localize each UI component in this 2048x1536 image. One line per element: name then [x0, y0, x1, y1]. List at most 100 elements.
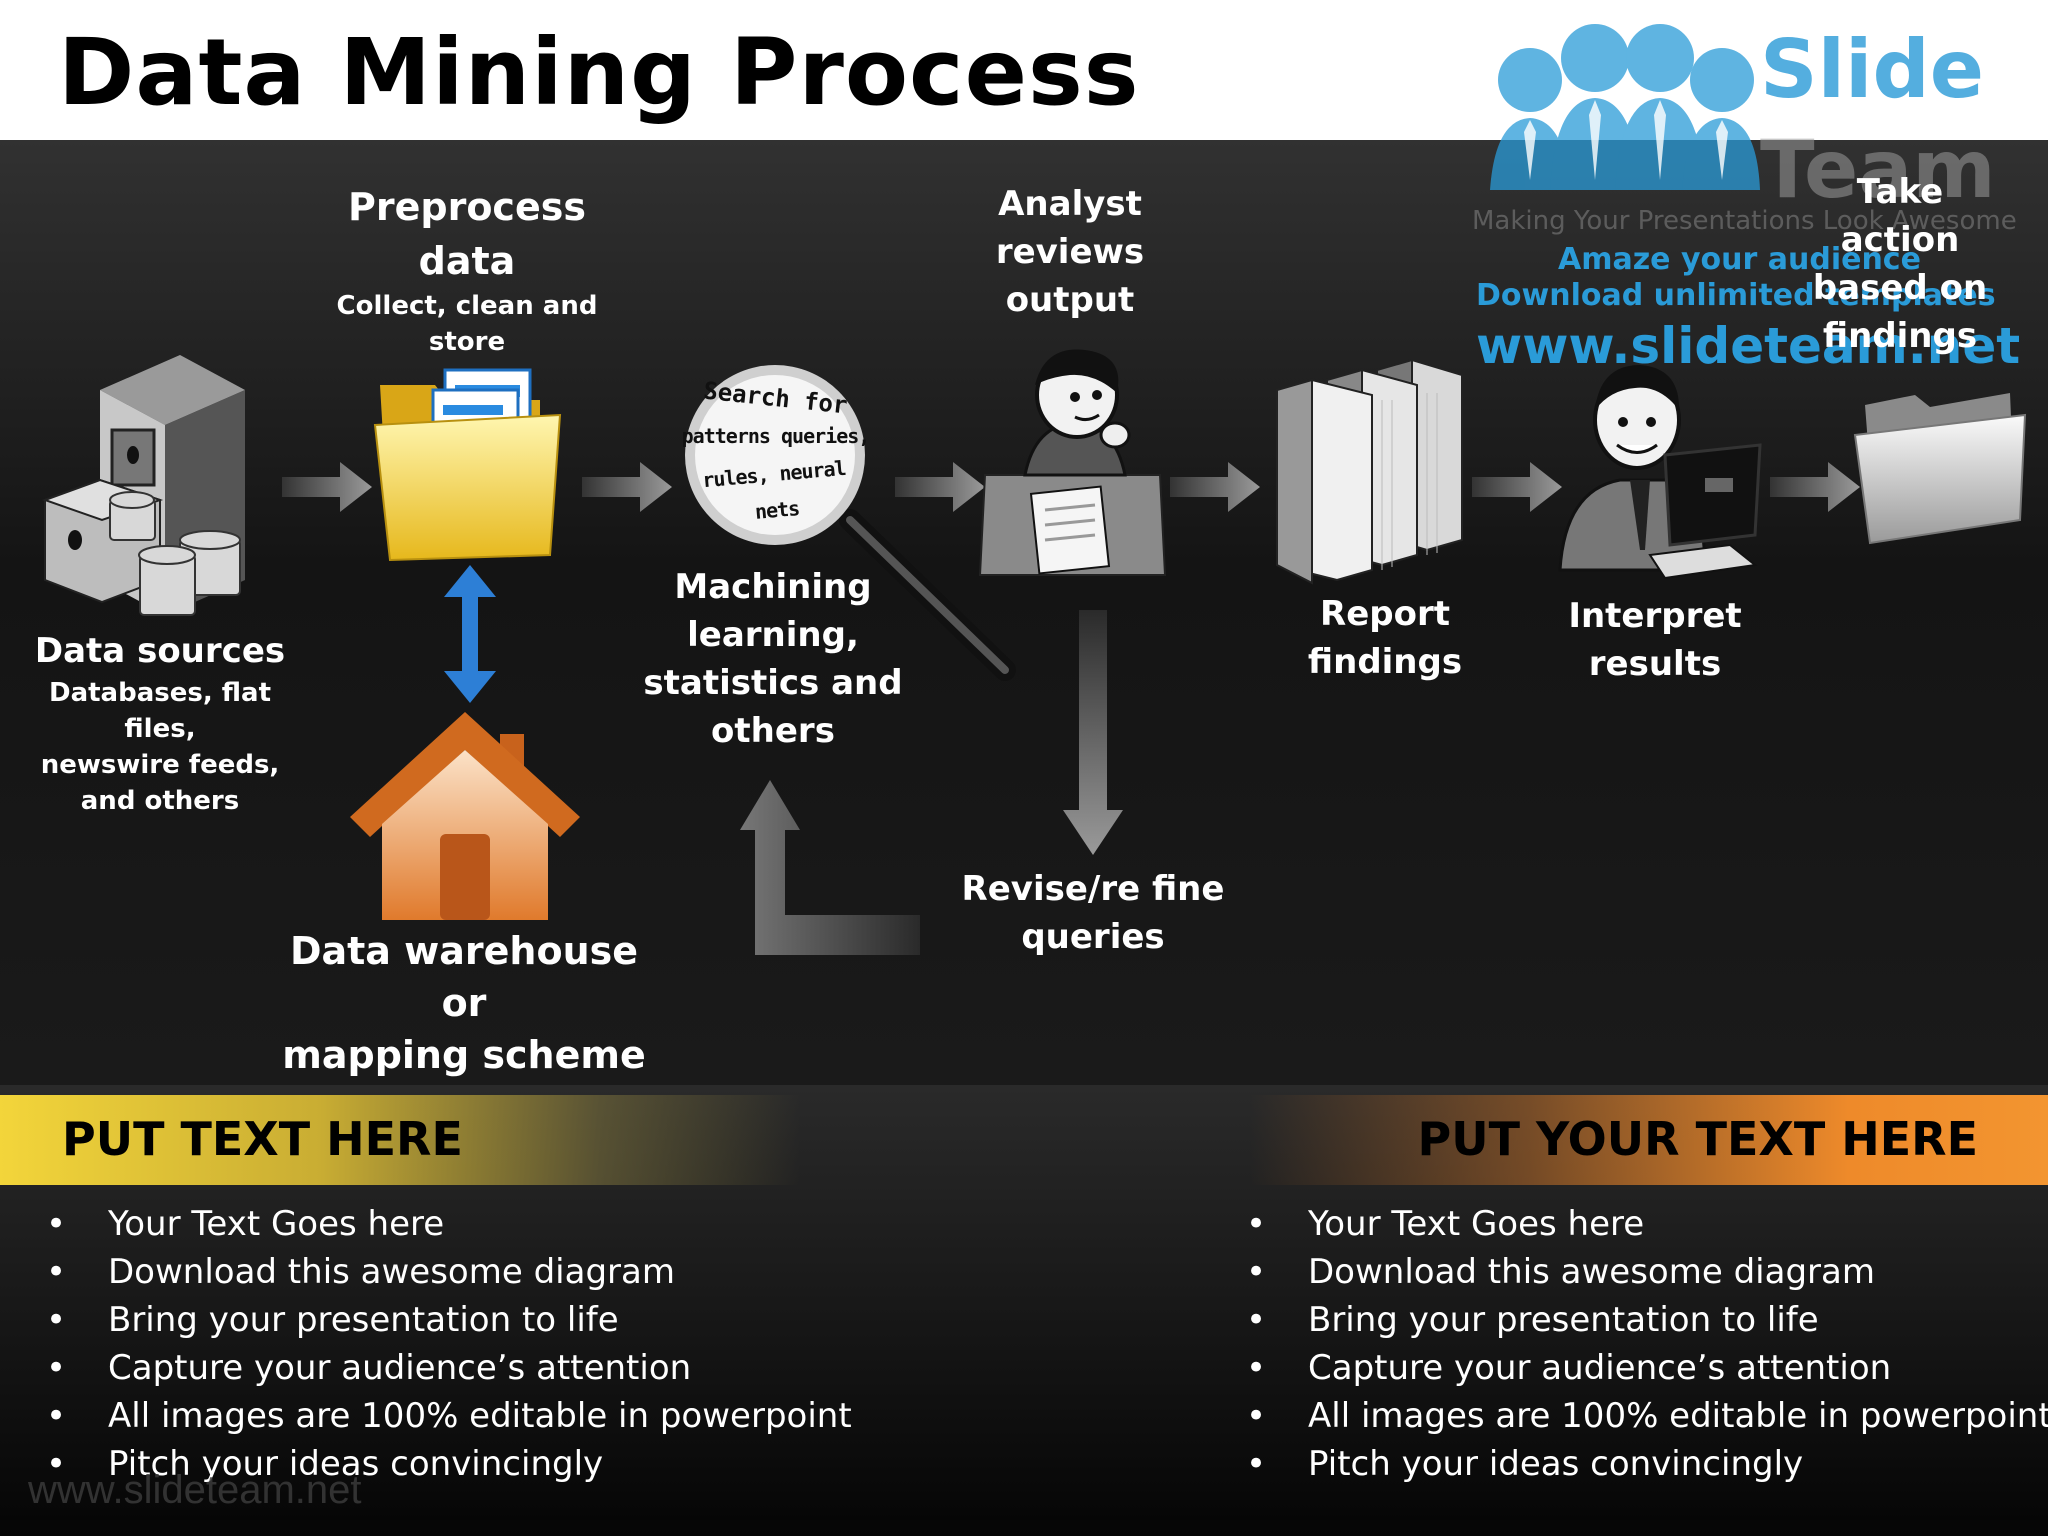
- list-item: •All images are 100% editable in powerpo…: [1246, 1392, 2048, 1440]
- watermark-brand: Team: [1760, 123, 1996, 216]
- data-sources-label: Data sources Databases, flat files, news…: [10, 627, 310, 819]
- left-heading-bar: PUT TEXT HERE: [0, 1095, 800, 1185]
- analyst-label: Analyst reviews output: [920, 180, 1220, 324]
- arrow-right-icon: [1170, 462, 1260, 512]
- report-title: Report: [1320, 594, 1450, 634]
- interpret-title: results: [1588, 644, 1722, 684]
- list-item-text: Capture your audience’s attention: [108, 1348, 692, 1388]
- right-heading-bar: PUT YOUR TEXT HERE: [1250, 1095, 2048, 1185]
- preprocess-sub: store: [428, 327, 506, 357]
- bullet-dot: •: [46, 1252, 67, 1292]
- list-item-text: Your Text Goes here: [1308, 1204, 1645, 1244]
- revise-title: queries: [1021, 917, 1165, 957]
- arrow-right-icon: [1770, 462, 1860, 512]
- arrow-down-icon: [1063, 610, 1123, 855]
- watermark-brand: Slide: [1760, 23, 1984, 116]
- list-item-text: All images are 100% editable in powerpoi…: [108, 1396, 852, 1436]
- person-computer-icon: [1558, 365, 1762, 580]
- bullet-dot: •: [1246, 1204, 1267, 1244]
- watermark-line: Amaze your audience: [1558, 242, 1921, 277]
- bullet-dot: •: [1246, 1444, 1267, 1484]
- interpret-label: Interpret results: [1505, 592, 1805, 688]
- bullet-dot: •: [1246, 1252, 1267, 1292]
- bullet-dot: •: [1246, 1396, 1267, 1436]
- arrow-right-icon: [895, 462, 985, 512]
- preprocess-sub: Collect, clean and: [336, 291, 598, 321]
- bullet-dot: •: [46, 1444, 67, 1484]
- report-label: Report findings: [1235, 590, 1535, 686]
- machining-title: Machining: [674, 567, 872, 607]
- lens-text: Search for patterns queries, rules, neur…: [678, 377, 873, 528]
- preprocess-title: data: [418, 239, 516, 283]
- folder-icon: [1853, 393, 2027, 545]
- analyst-icon: [978, 349, 1167, 576]
- watermark-url: www.slideteam.net: [1476, 317, 2021, 375]
- machining-title: statistics and: [643, 663, 903, 703]
- data-sources-sub: and others: [80, 786, 240, 816]
- bullet-dot: •: [46, 1300, 67, 1340]
- warehouse-label: Data warehouse or mapping scheme: [264, 925, 664, 1081]
- arrow-return-icon: [740, 780, 920, 955]
- list-item: • Pitch your ideas convincingly: [46, 1440, 852, 1488]
- diagram-area: [0, 140, 2048, 1085]
- machining-title: learning,: [687, 615, 859, 655]
- revise-title: Revise/re fine: [961, 869, 1225, 909]
- list-item: •All images are 100% editable in powerpo…: [46, 1392, 852, 1440]
- list-item-text: Pitch your ideas convincingly: [108, 1444, 604, 1484]
- data-sources-title: Data sources: [34, 631, 286, 671]
- folder-icon: [373, 368, 562, 562]
- bullet-dot: •: [46, 1204, 67, 1244]
- arrow-right-icon: [282, 462, 372, 512]
- lens-line: patterns queries,: [681, 424, 871, 448]
- list-item: • Bring your presentation to life: [46, 1296, 852, 1344]
- list-item: • Download this awesome diagram: [1246, 1248, 2048, 1296]
- list-item-text: Download this awesome diagram: [1308, 1252, 1875, 1292]
- slideteam-watermark: Slide Team Making Your Presentations Loo…: [1470, 20, 2030, 374]
- double-arrow-icon: [444, 565, 496, 703]
- list-item: •Bring your presentation to life: [1246, 1296, 2048, 1344]
- take-action-title: findings: [1822, 316, 1978, 356]
- machining-title: others: [711, 711, 835, 751]
- data-sources-sub: newswire feeds,: [40, 750, 280, 780]
- list-item: • Download this awesome diagram: [46, 1248, 852, 1296]
- page-title: Data Mining Process: [58, 19, 1140, 126]
- take-action-title: action: [1840, 220, 1960, 260]
- list-item-text: Pitch your ideas convincingly: [1308, 1444, 1804, 1484]
- analyst-title: output: [1005, 280, 1135, 320]
- list-item-text: Download this awesome diagram: [108, 1252, 675, 1292]
- right-bullet-list: • Your Text Goes here • Download this awes…: [1246, 1200, 2048, 1488]
- list-item-text: Capture your audience’s attention: [1308, 1348, 1892, 1388]
- books-icon: [1276, 358, 1463, 585]
- team-logo-icon: [1490, 24, 1760, 190]
- list-item: • Pitch your ideas convincingly: [1246, 1440, 2048, 1488]
- data-sources-sub: Databases, flat files,: [48, 678, 271, 744]
- bullet-dot: •: [1246, 1348, 1267, 1388]
- left-bullet-list: • Your Text Goes here • Download this awes…: [46, 1200, 852, 1488]
- bullet-dot: •: [46, 1348, 67, 1388]
- right-heading: PUT YOUR TEXT HERE: [1417, 1112, 1978, 1166]
- preprocess-label: Preprocess data Collect, clean and store: [317, 180, 617, 360]
- magnifying-glass-icon: [685, 365, 1016, 681]
- bullet-dot: •: [1246, 1300, 1267, 1340]
- left-heading: PUT TEXT HERE: [62, 1112, 463, 1166]
- list-item: • Capture your audience’s attention: [46, 1344, 852, 1392]
- report-title: findings: [1307, 642, 1463, 682]
- preprocess-title: Preprocess: [348, 185, 586, 229]
- arrow-right-icon: [1472, 462, 1562, 512]
- analyst-title: Analyst: [998, 184, 1142, 224]
- revise-label: Revise/re fine queries: [943, 865, 1243, 961]
- footer-url: www.slideteam.net: [28, 1468, 362, 1512]
- list-item: • Your Text Goes here: [46, 1200, 852, 1248]
- list-item-text: Your Text Goes here: [108, 1204, 445, 1244]
- arrow-right-icon: [582, 462, 672, 512]
- list-item: • Capture your audience’s attention: [1246, 1344, 2048, 1392]
- machining-label: Machining learning, statistics and other…: [623, 563, 923, 755]
- warehouse-title: mapping scheme: [282, 1033, 646, 1077]
- list-item-text: Bring your presentation to life: [108, 1300, 619, 1340]
- house-icon: [350, 712, 580, 920]
- lens-line: rules, neural nets: [701, 455, 847, 524]
- watermark-tagline: Making Your Presentations Look Awesome: [1472, 206, 2017, 236]
- warehouse-title: Data warehouse or: [289, 929, 639, 1025]
- take-action-title: Take: [1856, 172, 1944, 212]
